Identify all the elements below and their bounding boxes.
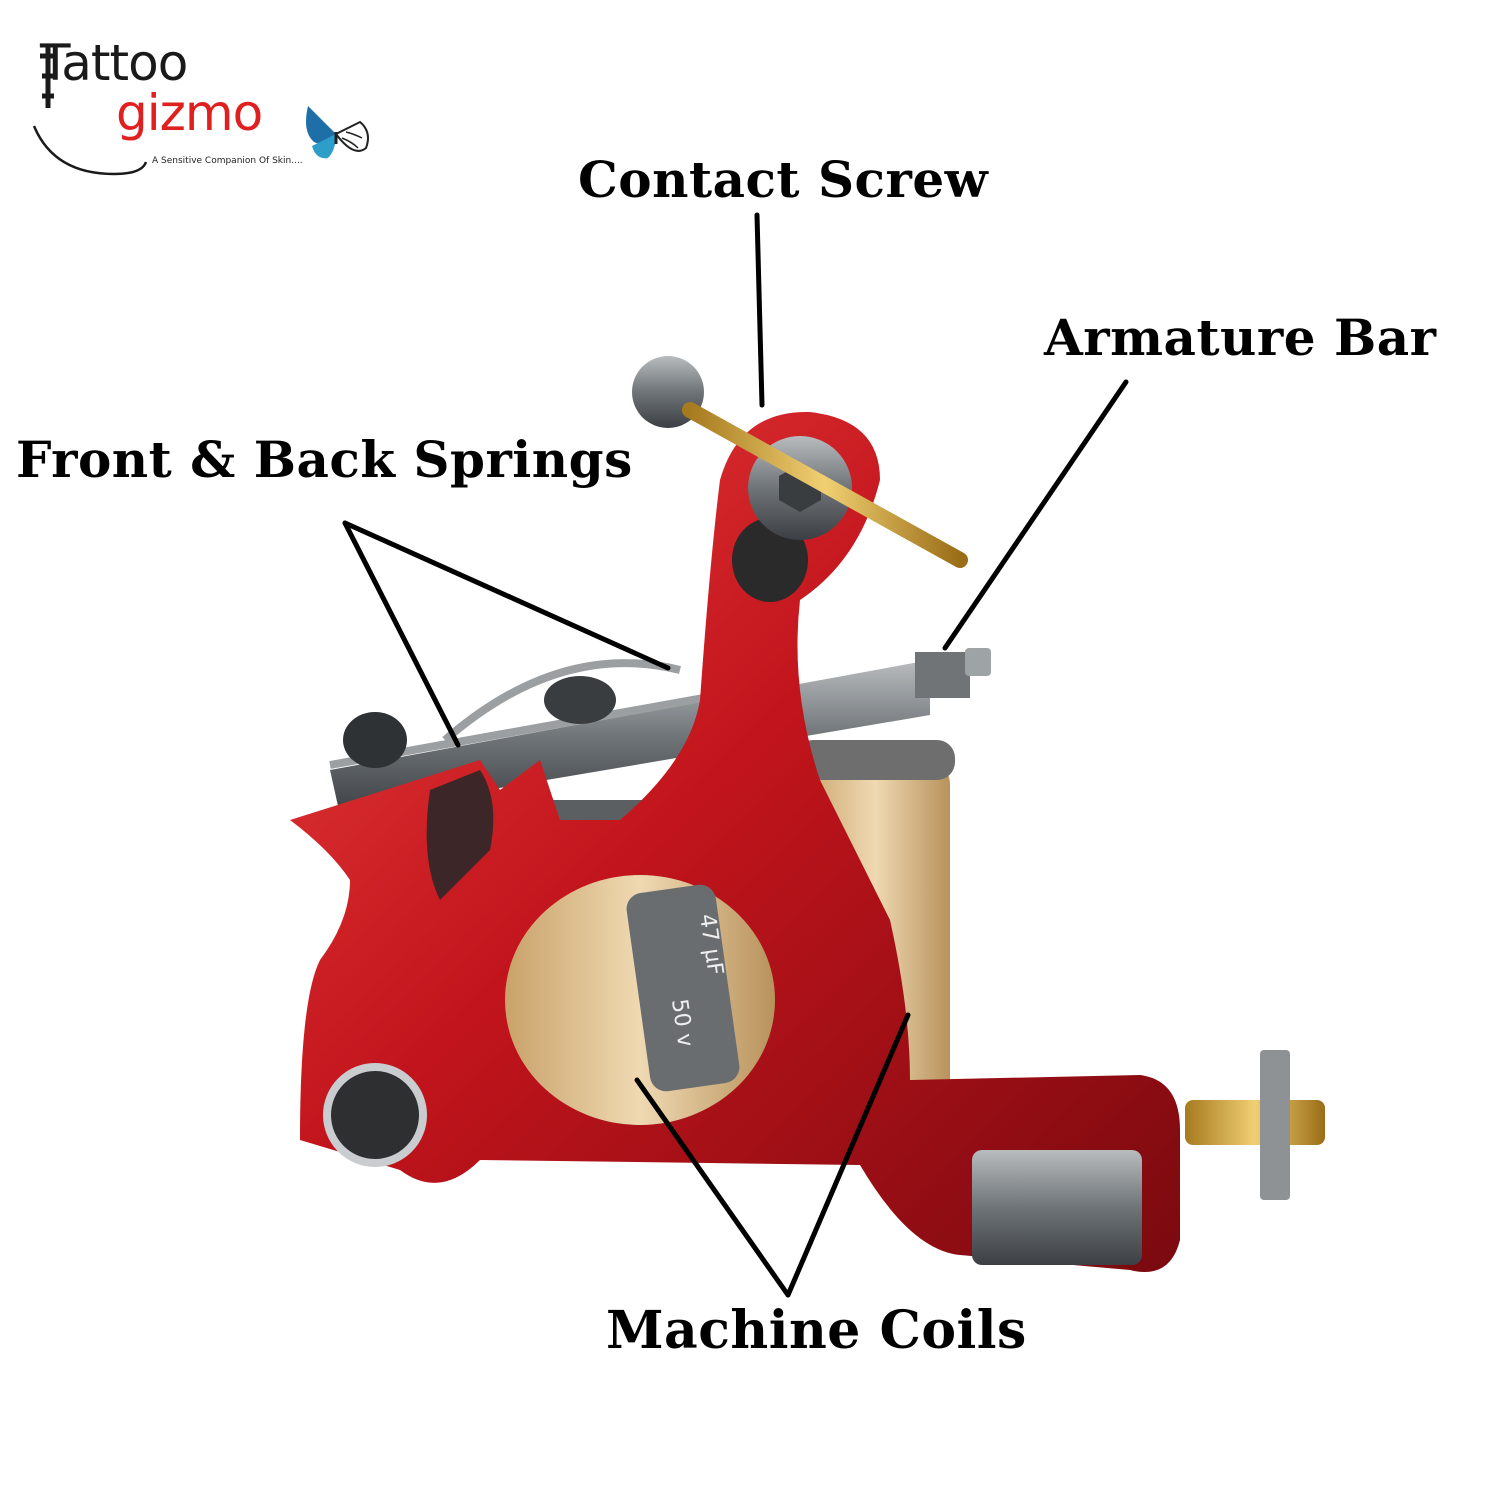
capacitor: 47 µF 50 v (626, 884, 740, 1092)
frame-screw (323, 1063, 427, 1167)
leader-contact-screw (754, 212, 765, 408)
leader-coil-rear (785, 1012, 911, 1298)
spring-screw-2 (544, 676, 616, 724)
contact-screw (632, 356, 968, 568)
tube-vise-block (972, 1150, 1142, 1265)
logo-tagline: A Sensitive Companion Of Skin.... (152, 156, 303, 166)
frame-notch (426, 770, 494, 900)
tattoo-gizmo-logo: Tattoo gizmo A Sensitive Companion Of Sk… (24, 36, 384, 186)
label-contact-screw: Contact Screw (578, 150, 989, 209)
logo-machine-swoosh-icon (32, 46, 148, 176)
spring-screw (343, 712, 407, 768)
leader-back-spring (342, 520, 461, 748)
logo-word-tattoo: Tattoo (40, 34, 188, 92)
frame-upper-hole (732, 518, 808, 602)
leader-armature-bar (942, 379, 1129, 651)
logo-word-gizmo: gizmo (116, 84, 263, 142)
red-frame (290, 411, 1180, 1272)
leader-lines (342, 212, 1129, 1298)
butterfly-icon (306, 106, 369, 159)
leader-coil-front (634, 1077, 791, 1298)
label-machine-coils: Machine Coils (606, 1300, 1027, 1361)
label-armature-bar: Armature Bar (1044, 308, 1437, 367)
tube-screw (1185, 1050, 1325, 1200)
label-springs: Front & Back Springs (16, 430, 633, 489)
leader-front-spring (342, 520, 671, 671)
